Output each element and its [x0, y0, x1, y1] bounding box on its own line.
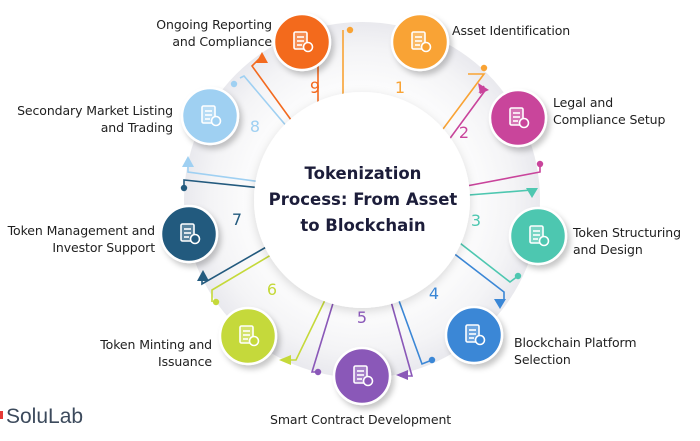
step-8-label: Secondary Market Listing and Trading	[17, 102, 173, 136]
step-number-8: 8	[250, 117, 260, 136]
center-title: Tokenization Process: From Asset to Bloc…	[268, 161, 458, 239]
step-bubbles	[159, 12, 568, 406]
step-9-label: Ongoing Reporting and Compliance	[156, 16, 272, 50]
connector-arrowhead	[526, 188, 538, 198]
step-1-bubble	[390, 12, 450, 72]
connector-line-10	[310, 299, 335, 373]
brand-name: SoluLab	[6, 405, 84, 428]
coin-stack-icon	[239, 325, 260, 347]
connector-dot	[480, 64, 488, 72]
blueprint-design-icon	[529, 225, 550, 247]
step-7-label-line-2: Investor Support	[52, 240, 155, 255]
step-2-label: Legal and Compliance Setup	[553, 94, 665, 128]
step-number-3: 3	[471, 211, 481, 230]
step-3-bubble	[508, 206, 568, 266]
step-5-label-line: Smart Contract Development	[270, 412, 452, 427]
step-9-label-line-2: and Compliance	[172, 34, 272, 49]
connector-dot	[212, 298, 220, 306]
connector-line-16	[239, 75, 289, 129]
connector-dot	[230, 80, 238, 88]
step-4-label-line-1: Blockchain Platform	[514, 335, 637, 350]
connectors	[180, 26, 544, 380]
step-5-bubble	[332, 346, 392, 406]
connector-line-7	[451, 251, 505, 300]
connector-dot	[536, 160, 544, 168]
connector-line-6	[455, 239, 519, 284]
connector-dot	[314, 368, 322, 376]
step-7-bubble	[159, 204, 219, 264]
connector-arrowhead	[478, 83, 489, 94]
step-2-label-line-2: Compliance Setup	[553, 112, 666, 127]
step-5-label: Smart Contract Development	[270, 411, 451, 428]
step-2-bubble	[488, 88, 548, 148]
step-6-bubble	[218, 306, 278, 366]
title-line-3: to Blockchain	[300, 216, 426, 235]
step-number-7: 7	[232, 210, 242, 229]
step-6-label-line-1: Token Minting and	[100, 337, 212, 352]
step-9-bubble	[272, 12, 332, 72]
step-6-label-line-2: Issuance	[158, 354, 212, 369]
connector-arrowhead	[396, 370, 408, 380]
document-search-icon	[411, 31, 432, 53]
connector-line-12	[211, 251, 277, 302]
connector-arrowhead	[279, 355, 291, 365]
step-8-bubble	[180, 86, 240, 146]
step-7-label-line-1: Token Management and	[7, 223, 155, 238]
step-number-6: 6	[267, 280, 277, 299]
step-4-label-line-2: Selection	[514, 352, 571, 367]
step-3-label-line-1: Token Structuring	[573, 225, 681, 240]
title-line-2: Process: From Asset	[268, 190, 458, 209]
step-numbers: 1 2 3 4 5 6 7 8 9	[232, 78, 481, 327]
step-7-label: Token Management and Investor Support	[8, 222, 155, 256]
step-3-label-line-2: and Design	[573, 242, 643, 257]
connector-arrowhead	[182, 156, 194, 167]
step-number-5: 5	[357, 308, 367, 327]
connector-dot	[428, 356, 436, 364]
connector-dot	[346, 26, 354, 34]
step-number-2: 2	[459, 123, 469, 142]
step-3-label: Token Structuring and Design	[573, 224, 681, 258]
connector-line-8	[397, 297, 433, 366]
step-number-1: 1	[395, 78, 405, 97]
step-6-label: Token Minting and Issuance	[100, 336, 212, 370]
step-4-label: Blockchain Platform Selection	[514, 334, 637, 368]
step-8-label-line-1: Secondary Market Listing	[17, 103, 173, 118]
report-shield-icon	[293, 31, 314, 53]
market-chart-icon	[201, 105, 222, 127]
connector-arrowhead	[494, 299, 506, 309]
step-number-4: 4	[429, 284, 439, 303]
legal-gavel-icon	[509, 107, 530, 129]
connector-dot	[180, 184, 188, 192]
step-9-label-line-1: Ongoing Reporting	[156, 17, 272, 32]
connector-arrowhead	[197, 270, 209, 281]
brand-logo: SoluLab	[0, 405, 83, 429]
connector-dot	[514, 272, 522, 280]
step-8-label-line-2: and Trading	[100, 120, 173, 135]
contract-gear-icon	[353, 365, 374, 387]
step-number-9: 9	[310, 78, 320, 97]
step-1-label-line: Asset Identification	[452, 23, 571, 38]
brand-mark-icon	[0, 411, 3, 419]
hand-gear-coin-icon	[180, 223, 201, 245]
step-4-bubble	[444, 305, 504, 365]
title-line-1: Tokenization	[304, 164, 422, 183]
selection-cursor-icon	[465, 324, 486, 346]
connector-arrowhead	[256, 52, 268, 63]
step-2-label-line-1: Legal and	[553, 95, 614, 110]
center-circle	[254, 92, 470, 308]
step-1-label: Asset Identification	[452, 22, 570, 39]
